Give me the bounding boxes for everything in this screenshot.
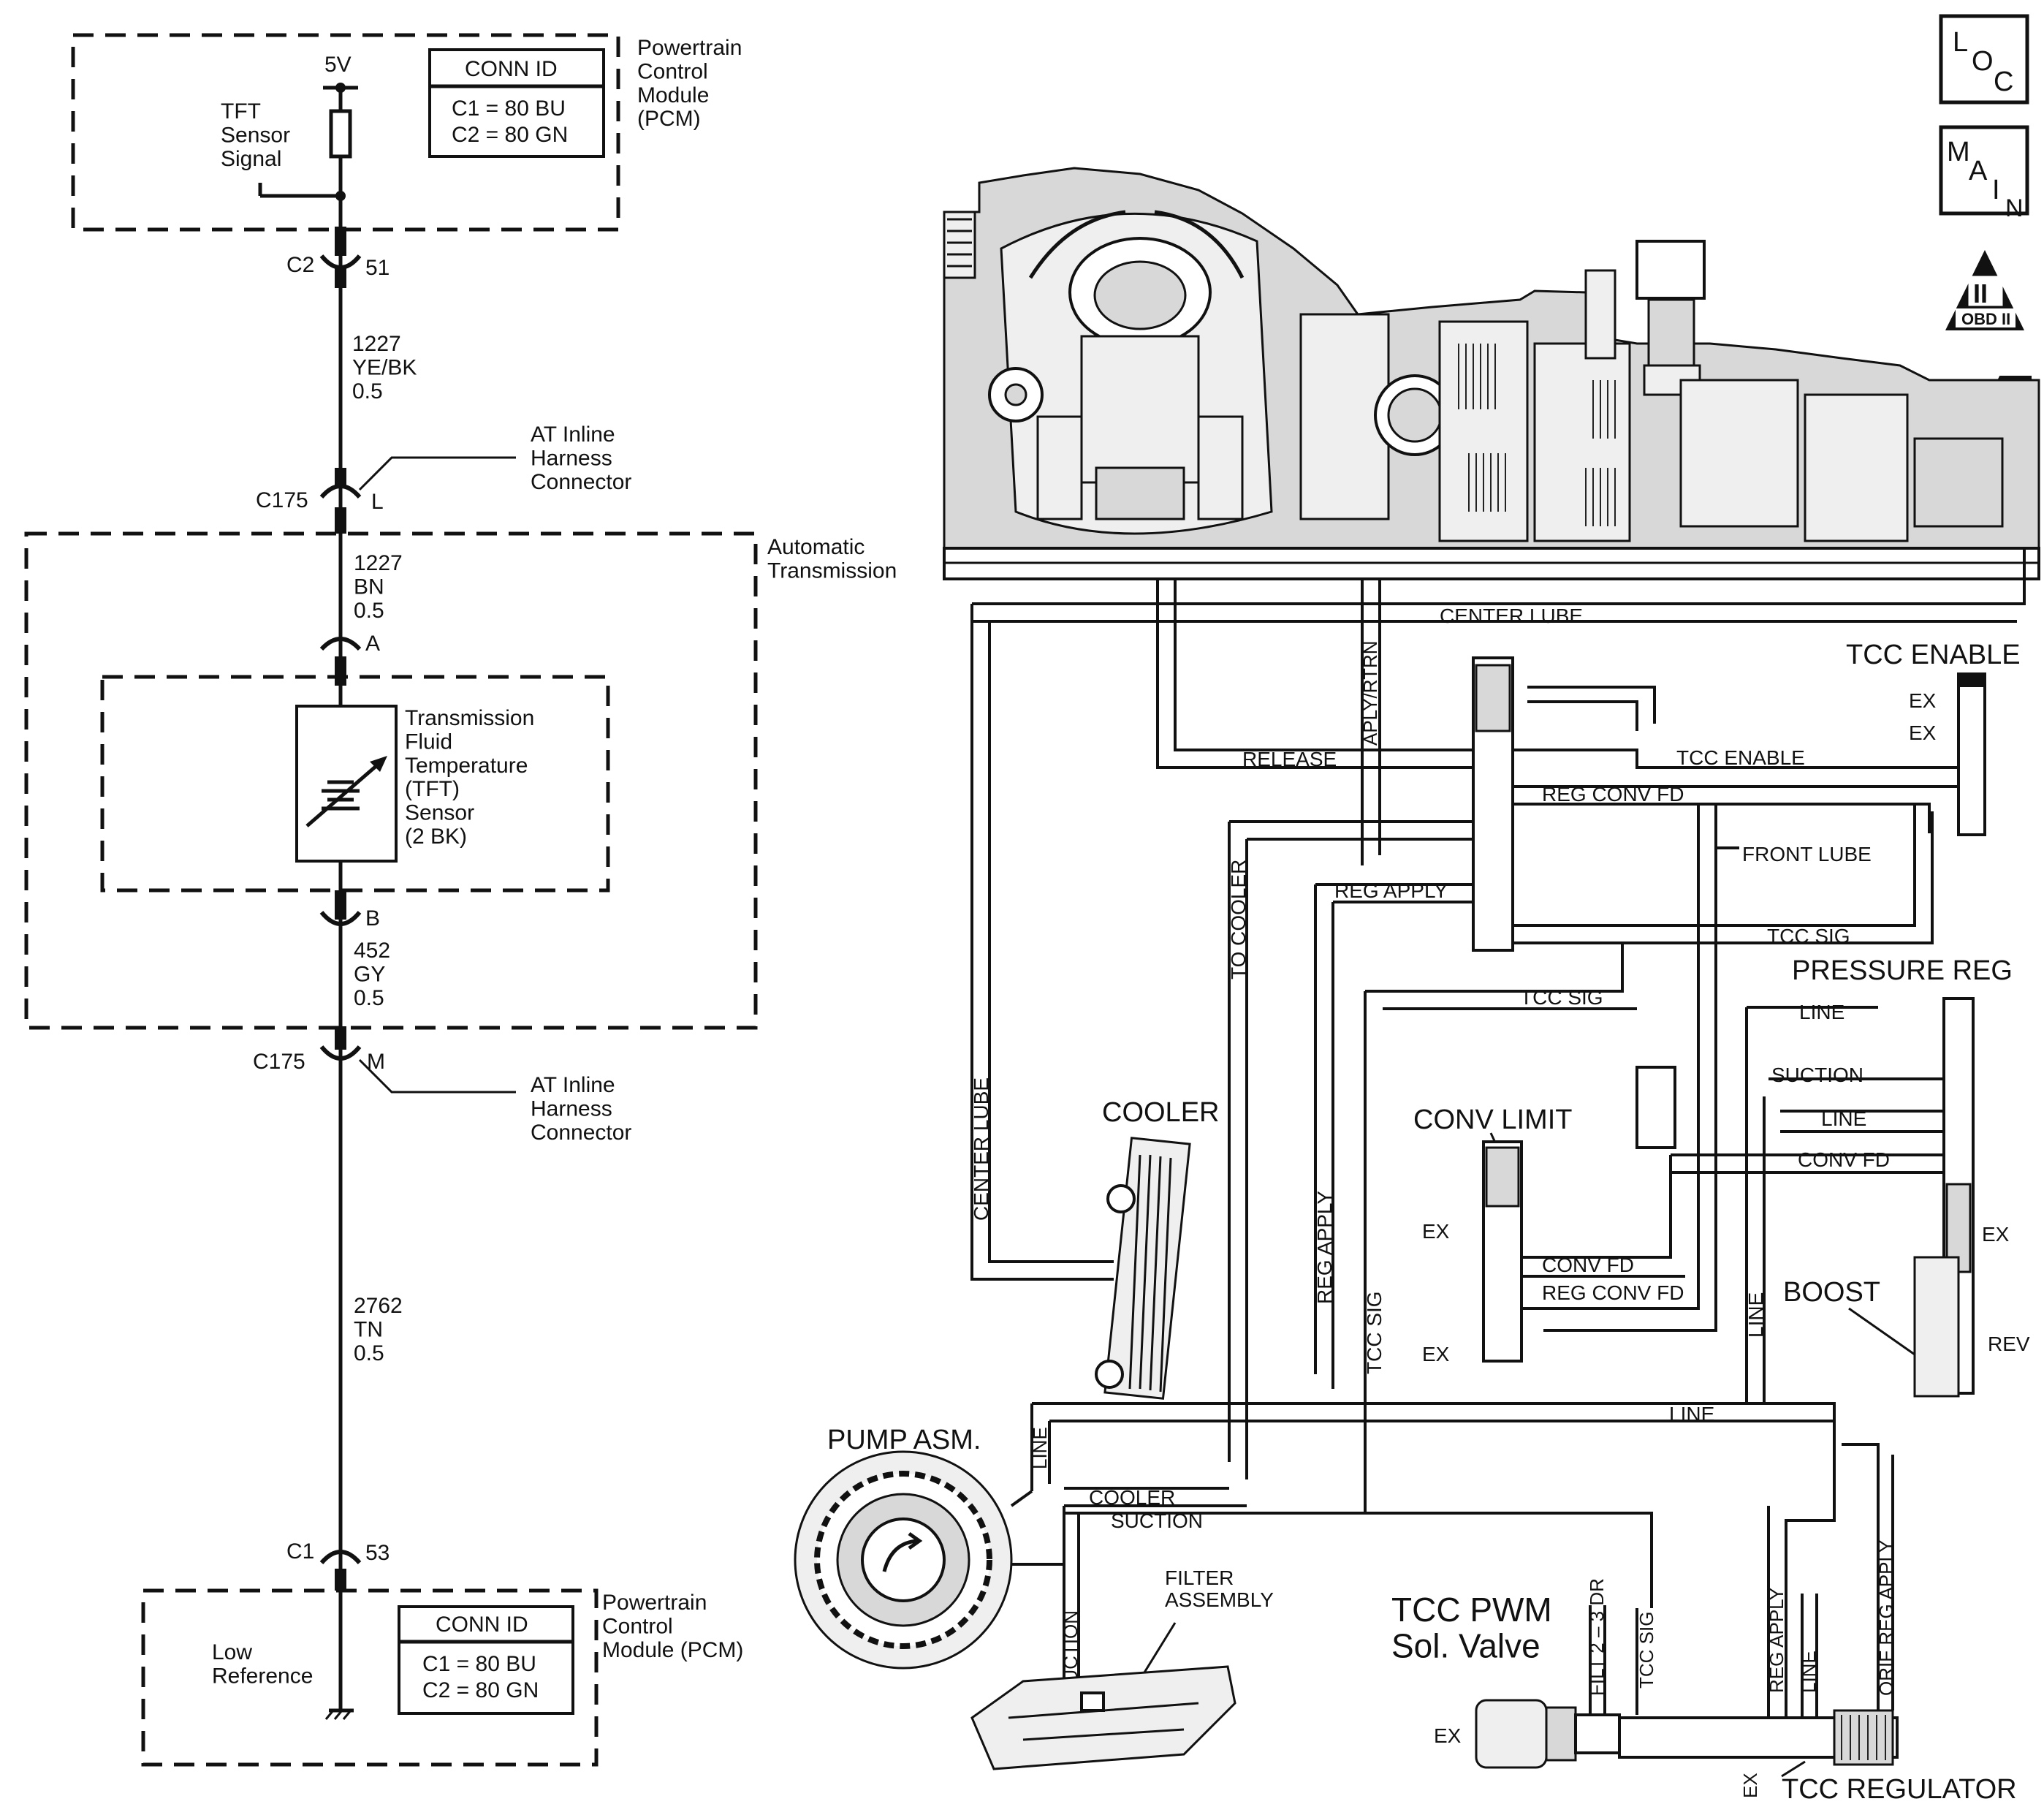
reg-apply-label-h: REG APPLY: [1334, 879, 1448, 902]
cooler-title: COOLER: [1102, 1097, 1219, 1128]
pump-icon: [794, 1450, 1013, 1670]
cooler-icon: [1095, 1137, 1191, 1400]
conn-id-box-bot: [398, 1605, 574, 1715]
center-lube-vertical: CENTER LUBE: [970, 1077, 992, 1221]
boost-valve: [1913, 1256, 1960, 1398]
svg-text:L: L: [1953, 27, 1968, 58]
transmission-box: [24, 531, 758, 1030]
svg-text:C: C: [1994, 67, 2013, 97]
pin-b: B: [365, 906, 380, 931]
pressure-reg-title: PRESSURE REG: [1792, 955, 2013, 986]
tcc-enable-label: TCC ENABLE: [1676, 746, 1805, 769]
conn-id-c2-top: C2 = 80 GN: [452, 123, 568, 147]
pr-ex-label: EX: [1982, 1223, 2010, 1246]
aply-rtrn-label: APLY/RTRN: [1359, 640, 1381, 746]
tcc-enable-ex-2: EX: [1909, 721, 1937, 744]
svg-text:I: I: [1992, 175, 2000, 205]
pin-a: A: [365, 632, 380, 656]
line-label-pump: LINE: [1029, 1427, 1051, 1469]
filter-icon: [970, 1665, 1236, 1770]
tcc-regulator-title: TCC REGULATOR: [1782, 1774, 2017, 1805]
transmission-cross-section: [943, 167, 2040, 580]
reg-conv-fd-label: REG CONV FD: [1542, 783, 1684, 806]
cooler-line-label: COOLER: [1089, 1486, 1175, 1509]
tcc-enable-ex-1: EX: [1909, 689, 1937, 712]
center-lube-label: CENTER LUBE: [1440, 605, 1583, 627]
pcm-bottom-box: [141, 1588, 599, 1767]
voltage-label: 5V: [324, 53, 352, 77]
c175-top-label: C175: [256, 488, 308, 512]
rev-label: REV: [1988, 1333, 2030, 1355]
svg-text:A: A: [1969, 156, 1988, 186]
c175-top-pin: L: [371, 490, 384, 514]
c2-label: C2: [286, 253, 314, 277]
c1-label: C1: [286, 1539, 314, 1564]
obd-numeral: II: [1973, 278, 1988, 308]
svg-text:M: M: [1947, 137, 1970, 167]
ex-label-reg: EX: [1739, 1773, 1761, 1798]
tcc-sig-label-pwm: TCC SIG: [1635, 1612, 1657, 1689]
reg-apply-label-v: REG APPLY: [1313, 1191, 1336, 1304]
c1-pin: 53: [365, 1541, 390, 1565]
tcc-sig-label-mid: TCC SIG: [1520, 986, 1603, 1009]
conn-id-c2-bot: C2 = 80 GN: [422, 1678, 539, 1702]
conv-limit-ex-2: EX: [1422, 1343, 1450, 1365]
conn-id-c1-bot: C1 = 80 BU: [422, 1652, 536, 1676]
obd-ii-icon[interactable]: II OBD II: [1945, 250, 2024, 330]
svg-text:O: O: [1972, 46, 1994, 77]
release-label: RELEASE: [1242, 748, 1337, 770]
front-lube-label: FRONT LUBE: [1742, 843, 1872, 865]
tcc-sig-label-v: TCC SIG: [1363, 1291, 1386, 1374]
line-label-1: LINE: [1799, 1001, 1844, 1023]
svg-text:N: N: [2005, 194, 2024, 222]
suction-label-h: SUCTION: [1111, 1509, 1203, 1532]
orif-reg-apply-label: ORIF REG APPLY: [1875, 1540, 1897, 1696]
conn-id-c1-top: C1 = 80 BU: [452, 96, 566, 121]
pump-title: PUMP ASM.: [827, 1425, 981, 1455]
tcc-sig-label-h: TCC SIG: [1767, 925, 1850, 947]
conv-fd-label: CONV FD: [1798, 1148, 1890, 1171]
tcc-enable-title: TCC ENABLE: [1846, 640, 2021, 670]
main-icon[interactable]: M A I N: [1939, 125, 2029, 222]
conn-id-title-bot: CONN ID: [436, 1613, 528, 1637]
conn-id-title-top: CONN ID: [465, 57, 558, 81]
reg-apply-label-pwm: REG APPLY: [1766, 1588, 1787, 1693]
conv-limit-ex-1: EX: [1422, 1220, 1450, 1243]
boost-title: BOOST: [1783, 1277, 1880, 1308]
c2-pin: 51: [365, 256, 390, 280]
conn-id-box-top: [428, 48, 605, 158]
obd-label: OBD II: [1961, 310, 2010, 328]
tcc-pwm-solenoid: [1475, 1699, 1621, 1769]
to-cooler-label: TO COOLER: [1227, 860, 1250, 980]
suction-label-pr: SUCTION: [1771, 1064, 1863, 1086]
filt-23-dr-label: FILT 2 – 3 DR: [1586, 1578, 1608, 1696]
sensor-box: [100, 675, 610, 893]
loc-icon[interactable]: L O C: [1939, 14, 2029, 105]
line-label-h: LINE: [1669, 1403, 1714, 1425]
conv-limit-title: CONV LIMIT: [1413, 1104, 1572, 1135]
c175-bot-label: C175: [253, 1050, 305, 1074]
line-label-pwm: LINE: [1798, 1651, 1820, 1693]
line-label-v: LINE: [1744, 1292, 1767, 1338]
reg-conv-fd-label-2: REG CONV FD: [1542, 1281, 1684, 1304]
pwm-ex-label: EX: [1434, 1724, 1462, 1747]
tcc-regulator-valve: [1618, 1709, 1899, 1766]
